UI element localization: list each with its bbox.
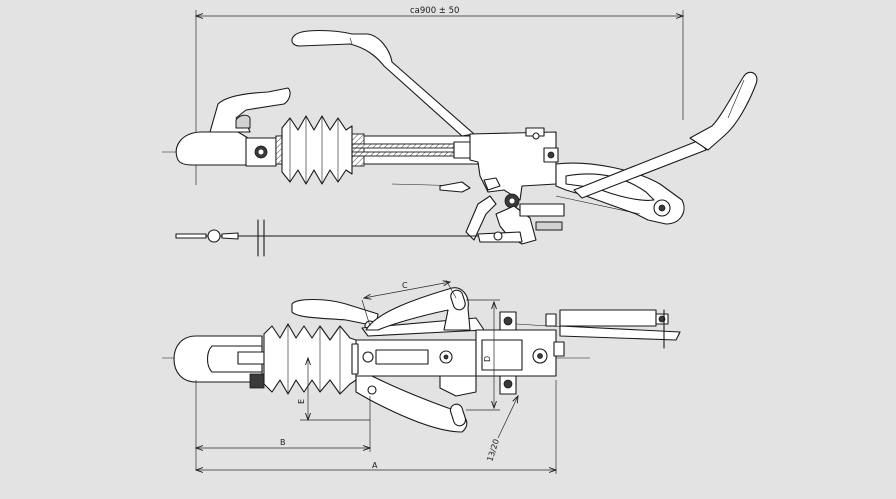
bolt-spec-callout: 13/20 [485, 396, 518, 463]
hand-brake-lever-lowered [573, 71, 758, 199]
brake-cable-linkage [175, 195, 537, 257]
dimension-e: E [297, 358, 370, 420]
hand-brake-lever-raised [291, 29, 475, 137]
dimension-d: D [466, 299, 500, 411]
overall-length-label: ca900 ± 50 [410, 6, 459, 16]
dimension-c-label: C [402, 281, 408, 290]
dimension-b: B [196, 380, 370, 470]
bellows-top [263, 323, 357, 395]
side-view: ca900 ± 50 [162, 6, 758, 257]
upper-mounting-bracket: C [361, 279, 471, 331]
dimension-a-label: A [372, 461, 378, 470]
dimension-b-label: B [280, 438, 286, 447]
bolt-spec-label: 13/20 [485, 438, 501, 463]
dimension-d-label: D [483, 356, 492, 362]
lower-mounting-bracket [355, 375, 468, 433]
dimension-a: A [196, 380, 556, 474]
damper-cylinder-top [515, 309, 681, 349]
frame-top [351, 311, 565, 397]
brake-housing [391, 127, 559, 209]
top-view: C D E [162, 279, 681, 474]
drawbar-tube [275, 115, 479, 185]
dimension-e-label: E [297, 399, 306, 404]
coupling-head [162, 87, 291, 167]
